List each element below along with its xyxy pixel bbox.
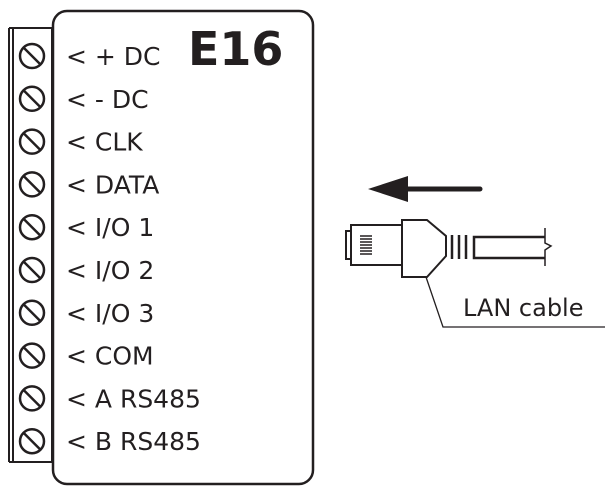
screw-terminal-icon bbox=[18, 128, 46, 155]
terminal-label: < CLK bbox=[66, 128, 143, 157]
terminal-row: < B RS485 bbox=[18, 427, 201, 456]
terminal-label: < I/O 1 bbox=[66, 213, 154, 242]
screw-terminal-icon bbox=[18, 213, 46, 241]
module-title: E16 bbox=[188, 22, 283, 76]
terminal-label: < - DC bbox=[66, 85, 149, 114]
terminal-label: < I/O 3 bbox=[66, 299, 154, 328]
lan-cable-label: LAN cable bbox=[463, 294, 584, 322]
insert-direction-arrow-icon bbox=[368, 176, 483, 202]
terminal-row: < I/O 1 bbox=[18, 213, 154, 242]
terminal-row: < COM bbox=[18, 342, 154, 371]
screw-terminal-icon bbox=[18, 299, 46, 327]
screw-terminal-icon bbox=[18, 85, 46, 113]
terminal-label: < + DC bbox=[66, 42, 161, 71]
rj45-plug-icon bbox=[345, 219, 605, 328]
terminal-label: < I/O 2 bbox=[66, 256, 154, 285]
terminal-label: < B RS485 bbox=[66, 427, 201, 456]
terminal-label: < A RS485 bbox=[66, 384, 201, 413]
terminal-label: < DATA bbox=[66, 170, 159, 199]
terminal-list: < + DC < - DC < CLK < DATA < I/O 1 < I/O 2 < I… bbox=[18, 42, 201, 456]
terminal-row: < DATA bbox=[18, 170, 159, 199]
terminal-row: < + DC bbox=[18, 42, 161, 71]
terminal-label: < COM bbox=[66, 342, 154, 371]
terminal-row: < I/O 2 bbox=[18, 256, 154, 285]
terminal-row: < CLK bbox=[18, 128, 143, 157]
screw-terminal-icon bbox=[18, 256, 46, 284]
terminal-row: < A RS485 bbox=[18, 384, 201, 413]
screw-terminal-icon bbox=[18, 42, 46, 70]
screw-terminal-icon bbox=[18, 342, 46, 369]
terminal-row: < I/O 3 bbox=[18, 299, 154, 328]
screw-terminal-icon bbox=[18, 427, 46, 455]
screw-terminal-icon bbox=[18, 171, 46, 198]
module-body bbox=[51, 9, 315, 486]
screw-terminal-icon bbox=[18, 385, 46, 412]
terminal-row: < - DC bbox=[18, 85, 149, 114]
